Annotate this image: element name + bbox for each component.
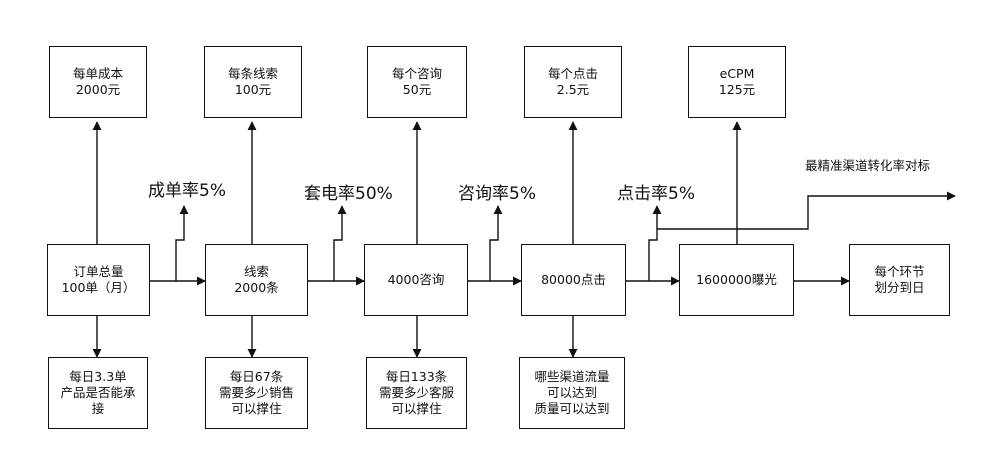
daily-inquiries-box: 每日133条 需要多少客服 可以撑住 [366, 357, 467, 429]
box-text: 订单总量 [73, 264, 124, 279]
box-text: 产品是否能承 [60, 385, 136, 400]
box-text: 100单（月） [61, 280, 136, 295]
benchmark-note: 最精准渠道转化率对标 [805, 158, 931, 173]
box-text: 100元 [234, 82, 272, 97]
order-rate-label: 成单率5% [148, 181, 226, 201]
box-text: 每条线索 [227, 66, 278, 81]
cost-per-click-box: 每个点击 2.5元 [524, 46, 622, 118]
benchmark-arrow [657, 191, 956, 230]
ecpm-box: eCPM 125元 [688, 46, 786, 118]
call-rate-label: 套电率50% [304, 184, 393, 204]
box-text: 每个咨询 [391, 66, 442, 81]
box-text: 每个环节 [874, 264, 925, 279]
order-total-box: 订单总量 100单（月） [47, 244, 150, 316]
box-text: 2000元 [75, 82, 121, 97]
box-text: 4000咨询 [387, 272, 445, 287]
box-text: 哪些渠道流量 [534, 369, 610, 384]
box-text: 需要多少客服 [378, 385, 454, 400]
box-text: 每单成本 [72, 66, 123, 81]
box-text: 可以撑住 [231, 401, 282, 416]
box-text: eCPM [719, 66, 755, 81]
box-text: 可以撑住 [391, 401, 442, 416]
daily-orders-box: 每日3.3单 产品是否能承 接 [48, 357, 148, 429]
clicks-box: 80000点击 [521, 244, 626, 316]
cost-per-inquiry-box: 每个咨询 50元 [367, 46, 467, 118]
inquiry-rate-label: 咨询率5% [458, 184, 536, 204]
rate-branch-arrow-1 [175, 205, 189, 281]
click-rate-label: 点击率5% [617, 184, 695, 204]
box-text: 每个点击 [547, 66, 598, 81]
leads-box: 线索 2000条 [205, 244, 308, 316]
box-text: 需要多少销售 [218, 385, 294, 400]
box-text: 125元 [718, 82, 756, 97]
cost-per-order-box: 每单成本 2000元 [49, 46, 147, 118]
box-text: 2.5元 [556, 82, 590, 97]
box-text: 划分到日 [874, 280, 925, 295]
impressions-box: 1600000曝光 [679, 244, 794, 316]
channel-quality-box: 哪些渠道流量 可以达到 质量可以达到 [519, 357, 625, 429]
rate-branch-arrow-4 [648, 205, 662, 281]
daily-leads-box: 每日67条 需要多少销售 可以撑住 [205, 357, 308, 429]
box-text: 1600000曝光 [696, 272, 777, 287]
rate-branch-arrow-2 [333, 205, 347, 281]
inquiries-box: 4000咨询 [364, 244, 468, 316]
daily-split-box: 每个环节 划分到日 [849, 244, 950, 316]
cost-per-lead-box: 每条线索 100元 [204, 46, 302, 118]
box-text: 每日133条 [385, 369, 448, 384]
box-text: 2000条 [234, 280, 279, 295]
box-text: 可以达到 [546, 385, 597, 400]
box-text: 80000点击 [541, 272, 606, 287]
box-text: 线索 [243, 264, 269, 279]
box-text: 每日67条 [229, 369, 284, 384]
box-text: 接 [91, 401, 105, 416]
box-text: 质量可以达到 [534, 401, 610, 416]
box-text: 50元 [402, 82, 432, 97]
box-text: 每日3.3单 [69, 369, 127, 384]
rate-branch-arrow-3 [489, 205, 503, 281]
